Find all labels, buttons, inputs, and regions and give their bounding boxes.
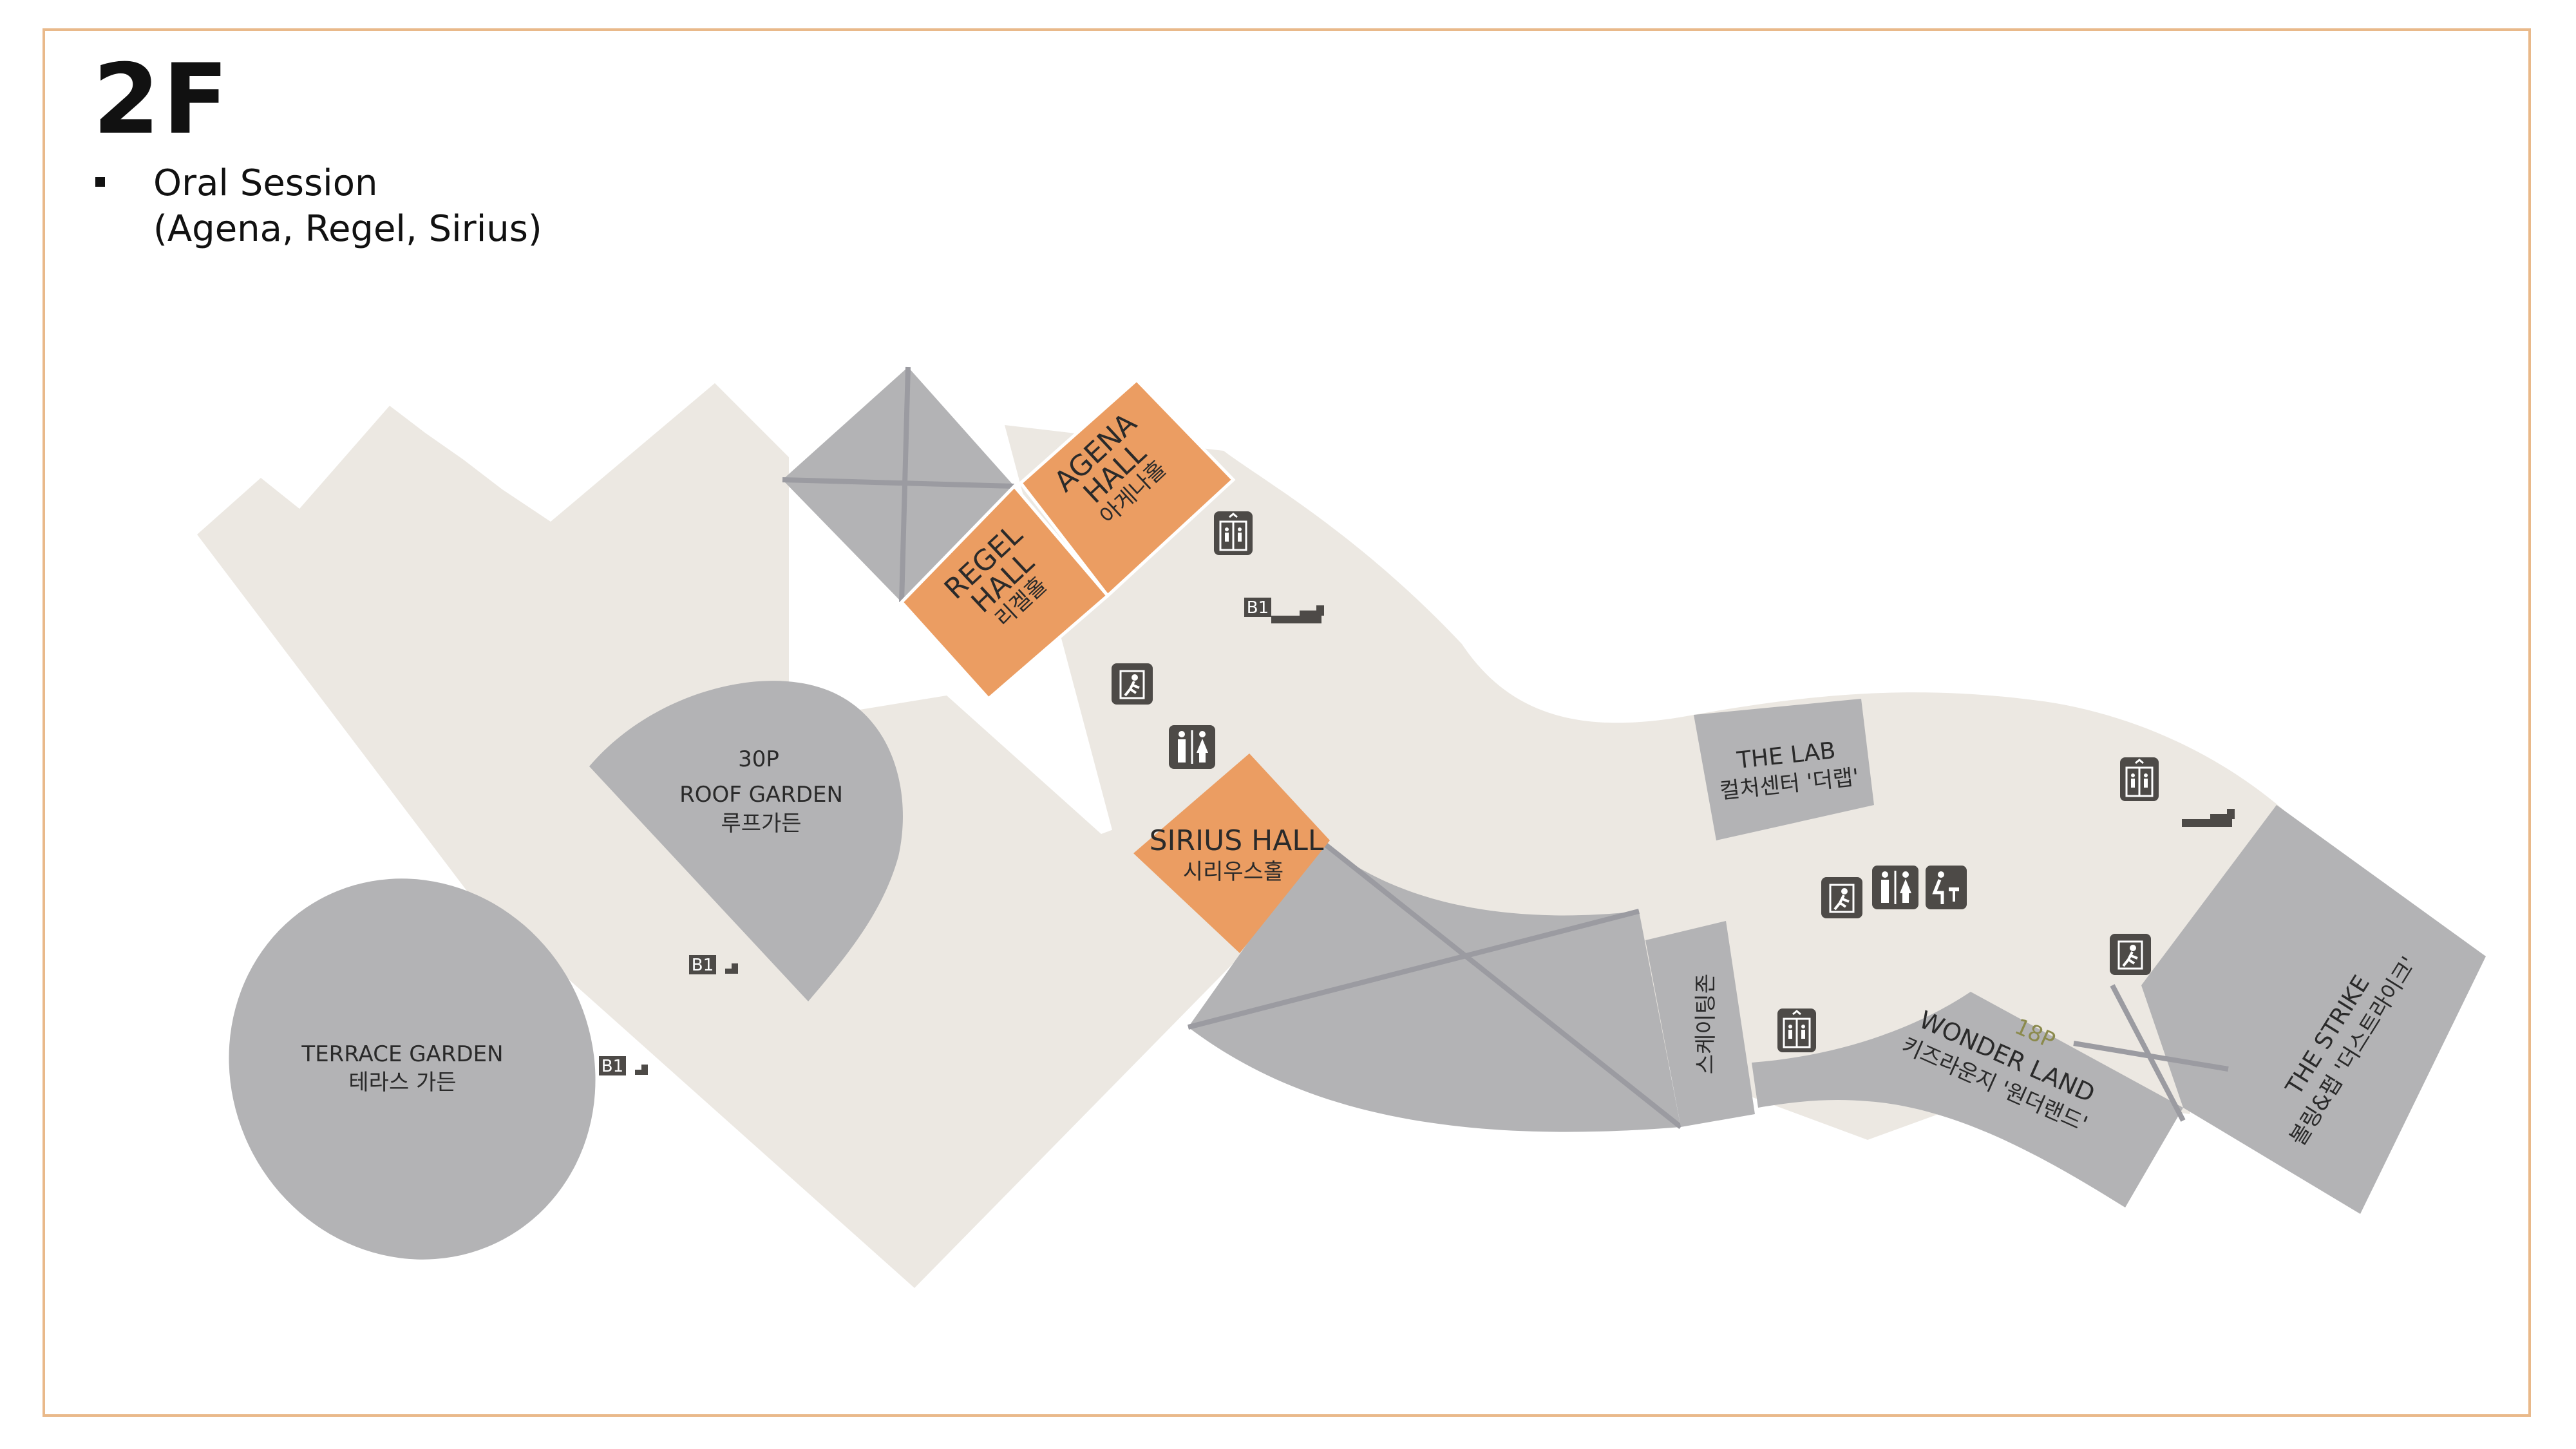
skating-zone-korean: 스케이팅존 — [1693, 974, 1719, 1074]
b1-stairs-marker: B1 — [1244, 598, 1324, 623]
the-lab-area — [1694, 699, 1874, 840]
roof-garden-area — [589, 681, 903, 1001]
elevator-icon — [1213, 510, 1254, 556]
regel-hall[interactable] — [899, 484, 1110, 701]
the-strike-area — [2073, 805, 2486, 1214]
elevator-icon — [1776, 1007, 1817, 1054]
sirius-hall-name: SIRIUS HALL — [1150, 824, 1324, 857]
restroom-icon — [1168, 724, 1217, 770]
sirius-hall-korean: 시리우스홀 — [1183, 859, 1283, 885]
skating-zone-area — [1645, 921, 1755, 1127]
agena-hall[interactable] — [1018, 377, 1236, 598]
emergency-exit-icon — [1110, 662, 1154, 706]
skating-zone-label: 스케이팅존 — [1693, 974, 1719, 1074]
terrace-garden-name: TERRACE GARDEN — [301, 1041, 503, 1067]
roof-garden-parking: 30P — [738, 746, 779, 772]
legend-bullet — [95, 177, 105, 187]
wonder-land-area — [1752, 992, 2183, 1208]
sirius-hall[interactable] — [1133, 753, 1330, 953]
elevator-icon — [2119, 756, 2160, 802]
b1-label: B1 — [692, 956, 714, 975]
sirius-hall-label: SIRIUS HALL 시리우스홀 — [1150, 824, 1324, 885]
emergency-exit-icon — [1820, 876, 1864, 920]
restroom-icon — [1871, 864, 1920, 911]
void-south — [1188, 838, 1683, 1132]
b1-label: B1 — [601, 1057, 623, 1076]
roof-garden-korean: 루프가든 — [721, 811, 801, 837]
void-north — [782, 366, 1015, 603]
b1-label: B1 — [1247, 598, 1269, 618]
b1-stairs-marker: B1 — [689, 955, 738, 975]
floor-title: 2F — [93, 44, 231, 156]
legend-subtitle: (Agena, Regel, Sirius) — [153, 208, 542, 250]
legend-title: Oral Session — [153, 162, 378, 204]
nursery-room-icon — [1926, 866, 1967, 909]
map-frame — [43, 28, 2531, 1417]
b1-stairs-marker: B1 — [599, 1056, 648, 1076]
roof-garden-name: ROOF GARDEN — [679, 782, 843, 808]
terrace-garden-korean: 테라스 가든 — [348, 1070, 456, 1095]
roof-garden-label: 30P ROOF GARDEN 루프가든 — [679, 746, 843, 837]
terrace-garden-label: TERRACE GARDEN 테라스 가든 — [301, 1041, 503, 1095]
emergency-exit-icon — [2108, 933, 2152, 976]
terrace-garden-area — [229, 878, 596, 1260]
